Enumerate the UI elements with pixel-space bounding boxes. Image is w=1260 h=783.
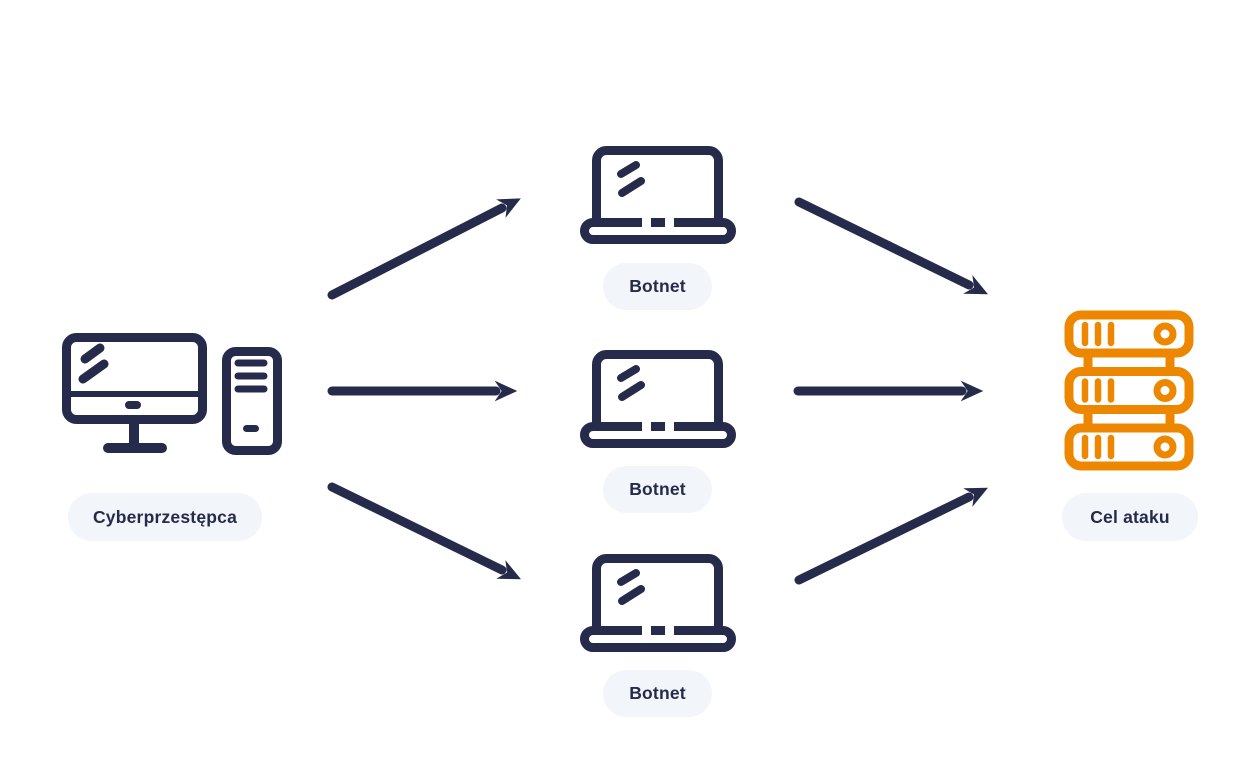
attacker-label: Cyberprzestępca [68, 493, 262, 541]
arrow-botnet-bottom-to-target [794, 487, 989, 585]
attacker-label-text: Cyberprzestępca [92, 506, 238, 527]
target-label-text: Cel ataku [1090, 506, 1170, 527]
laptop-icon [580, 554, 736, 652]
botnet-bottom-label-text: Botnet [629, 683, 686, 703]
arrow-botnet-top-to-target [794, 197, 989, 295]
desktop-computer-icon [62, 333, 282, 455]
botnet-top-label-text: Botnet [629, 276, 686, 296]
laptop-icon [580, 350, 736, 448]
botnet-middle-label: Botnet [603, 466, 712, 513]
arrow-attacker-to-botnet-bottom [327, 482, 522, 580]
target-label: Cel ataku [1062, 493, 1198, 541]
laptop-icon [580, 146, 736, 244]
arrow-attacker-to-botnet-top [327, 198, 521, 300]
server-rack-icon [1064, 310, 1194, 471]
botnet-bottom-label: Botnet [603, 670, 712, 717]
botnet-top-label: Botnet [603, 263, 712, 310]
botnet-middle-label-text: Botnet [629, 479, 686, 499]
